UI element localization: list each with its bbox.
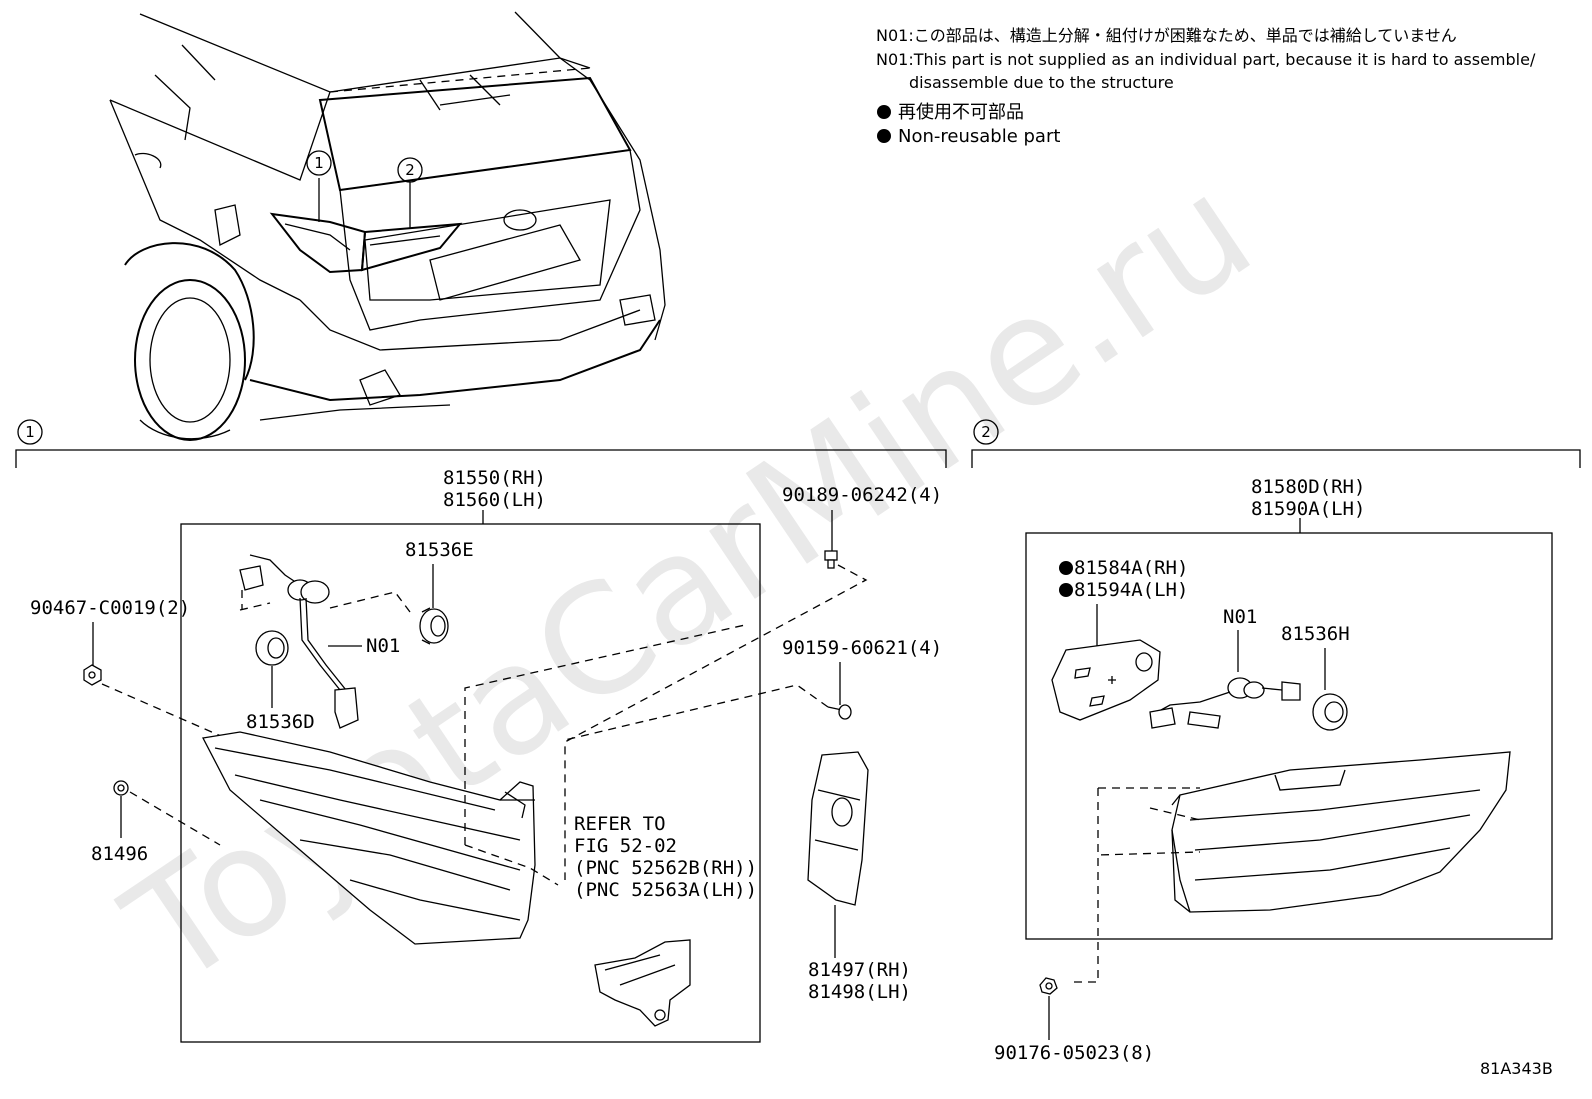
label-81498-lh: 81498(LH) <box>808 981 911 1003</box>
note-n01-en-line1: N01:This part is not supplied as an indi… <box>876 50 1536 69</box>
label-81496: 81496 <box>91 843 148 865</box>
socket-81536h-icon <box>1312 693 1348 731</box>
socket-81536d-icon <box>255 630 289 666</box>
nut-90176-icon <box>1039 977 1058 995</box>
non-reusable-mark-icon <box>1059 583 1073 597</box>
socket-81536e-icon <box>419 607 449 645</box>
callout-2-top: 2 <box>397 157 423 183</box>
label-81594a-lh: 81594A(LH) <box>1074 579 1188 601</box>
group-1-bracket <box>15 449 947 468</box>
note-n01-jp: N01:この部品は、構造上分解・組付けが困難なため、単品では補給していません <box>876 26 1457 45</box>
group-1-callout: 1 <box>17 419 43 445</box>
svg-text:1: 1 <box>314 154 324 172</box>
refer-to-line4: (PNC 52563A(LH)) <box>574 879 757 901</box>
group-2-bracket <box>971 449 1581 468</box>
label-81536h: 81536H <box>1281 623 1350 645</box>
label-81497-rh: 81497(RH) <box>808 959 911 981</box>
figure-code: 81A343B <box>1480 1059 1553 1078</box>
bullet-icon <box>877 129 891 143</box>
label-81550-rh: 81550(RH) <box>443 467 546 489</box>
note-n01-en-line2: disassemble due to the structure <box>909 73 1174 92</box>
svg-text:1: 1 <box>25 423 35 441</box>
group-2-assembly-box <box>1025 532 1553 940</box>
bolt-icon <box>824 550 838 569</box>
gasket-81584a-icon <box>1051 639 1161 721</box>
note-nonreuse-en: Non-reusable part <box>898 126 1060 147</box>
group-2-callout: 2 <box>973 419 999 445</box>
label-81584a-rh: 81584A(RH) <box>1074 557 1188 579</box>
refer-to-line2: FIG 52-02 <box>574 835 677 857</box>
label-90467-c0019: 90467-C0019(2) <box>30 597 190 619</box>
label-90159-60621: 90159-60621(4) <box>782 637 942 659</box>
svg-text:2: 2 <box>981 423 991 441</box>
label-81536d: 81536D <box>246 711 315 733</box>
clip-81496-icon <box>113 780 129 796</box>
bullet-icon <box>877 105 891 119</box>
wire-harness-n01-icon <box>239 554 359 729</box>
label-81590a-lh: 81590A(LH) <box>1251 498 1365 520</box>
lamp-cover-81497-icon <box>807 751 869 906</box>
label-81560-lh: 81560(LH) <box>443 489 546 511</box>
vehicle-rear-illustration <box>109 11 666 441</box>
screw-icon <box>827 704 852 720</box>
refer-to-line3: (PNC 52562B(RH)) <box>574 857 757 879</box>
group-1-assembly-box <box>180 523 761 1043</box>
bracket-pnc-52562b-icon <box>594 939 691 1027</box>
label-90189-06242: 90189-06242(4) <box>782 484 942 506</box>
back-door-lamp-icon <box>1171 751 1511 913</box>
label-n01-group1: N01 <box>366 635 400 657</box>
non-reusable-mark-icon <box>1059 561 1073 575</box>
refer-to-line1: REFER TO <box>574 813 666 835</box>
nut-icon <box>83 664 102 686</box>
label-81580d-rh: 81580D(RH) <box>1251 476 1365 498</box>
wire-harness-n01-icon <box>1149 677 1301 729</box>
note-nonreuse-jp: 再使用不可部品 <box>898 102 1024 123</box>
label-n01-group2: N01 <box>1223 606 1257 628</box>
label-90176-05023: 90176-05023(8) <box>994 1042 1154 1064</box>
rear-combination-lamp-icon <box>202 731 536 945</box>
label-81536e: 81536E <box>405 539 474 561</box>
svg-text:2: 2 <box>405 161 415 179</box>
callout-1-top: 1 <box>306 150 332 176</box>
